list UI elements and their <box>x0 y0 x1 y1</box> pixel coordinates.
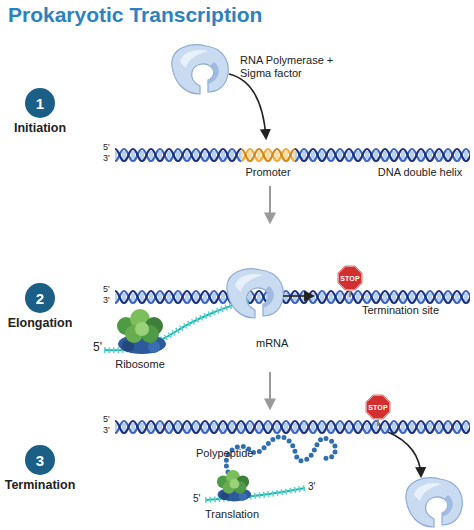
part-label: Polypeptide <box>196 447 254 460</box>
stop-sign-shape <box>338 266 362 290</box>
strand-end: 3' <box>103 295 110 305</box>
stop-sign: STOP <box>338 266 362 290</box>
part-label: mRNA <box>256 337 288 350</box>
strand-end: 5' <box>193 493 200 505</box>
strand-end: 3' <box>103 425 110 435</box>
sign-post <box>377 419 379 426</box>
dna-helix <box>115 419 470 435</box>
dna-helix <box>115 289 470 305</box>
step-circle-shape <box>25 445 55 475</box>
binding-arrow <box>229 74 266 138</box>
strand-end: 3' <box>308 481 315 493</box>
stop-text: STOP <box>338 266 362 290</box>
step-number: 2 <box>25 283 55 313</box>
dna-helix <box>115 147 470 163</box>
diagram-title: Prokaryotic Transcription <box>8 3 262 27</box>
rna-polymerase <box>227 269 283 318</box>
step-circle: 2Elongation <box>25 283 55 313</box>
step-circle: 3Termination <box>25 445 55 475</box>
step-number: 3 <box>25 445 55 475</box>
direction-arrow <box>283 295 313 297</box>
release-arrow <box>388 432 421 476</box>
site-label: Termination site <box>362 304 439 317</box>
step-circle-shape <box>25 283 55 313</box>
dna-helix <box>115 147 470 163</box>
sign-post <box>349 290 351 297</box>
polymerase-label: RNA Polymerase + Sigma factor <box>240 54 340 79</box>
step-heading: Termination <box>5 478 76 492</box>
rna-polymerase <box>406 478 462 527</box>
stop-sign-rim <box>366 395 390 419</box>
step-arrow <box>269 372 271 408</box>
step-heading: Initiation <box>14 121 66 135</box>
stop-sign-shape <box>366 395 390 419</box>
step-number: 1 <box>25 88 55 118</box>
stop-sign-rim <box>338 266 362 290</box>
process-label: Translation <box>205 508 259 521</box>
step-arrow <box>269 186 271 222</box>
strand-end: 5' <box>103 142 110 152</box>
rna-polymerase <box>172 45 228 94</box>
step-circle: 1Initiation <box>25 88 55 118</box>
stop-text: STOP <box>366 395 390 419</box>
step-circle-shape <box>25 88 55 118</box>
strand-end: 5' <box>103 284 110 294</box>
ribosome <box>217 470 251 502</box>
ribosome <box>117 309 166 354</box>
step-heading: Elongation <box>8 316 73 330</box>
stop-sign: STOP <box>366 395 390 419</box>
part-label: Ribosome <box>115 358 165 371</box>
part-label: DNA double helix <box>378 166 462 179</box>
strand-end: 3' <box>103 153 110 163</box>
promoter-region <box>241 147 295 163</box>
region-label: Promoter <box>245 166 290 179</box>
dna-helix <box>115 289 470 305</box>
strand-end: 5' <box>103 414 110 424</box>
dna-helix <box>115 419 470 435</box>
strand-end: 5' <box>93 341 102 355</box>
